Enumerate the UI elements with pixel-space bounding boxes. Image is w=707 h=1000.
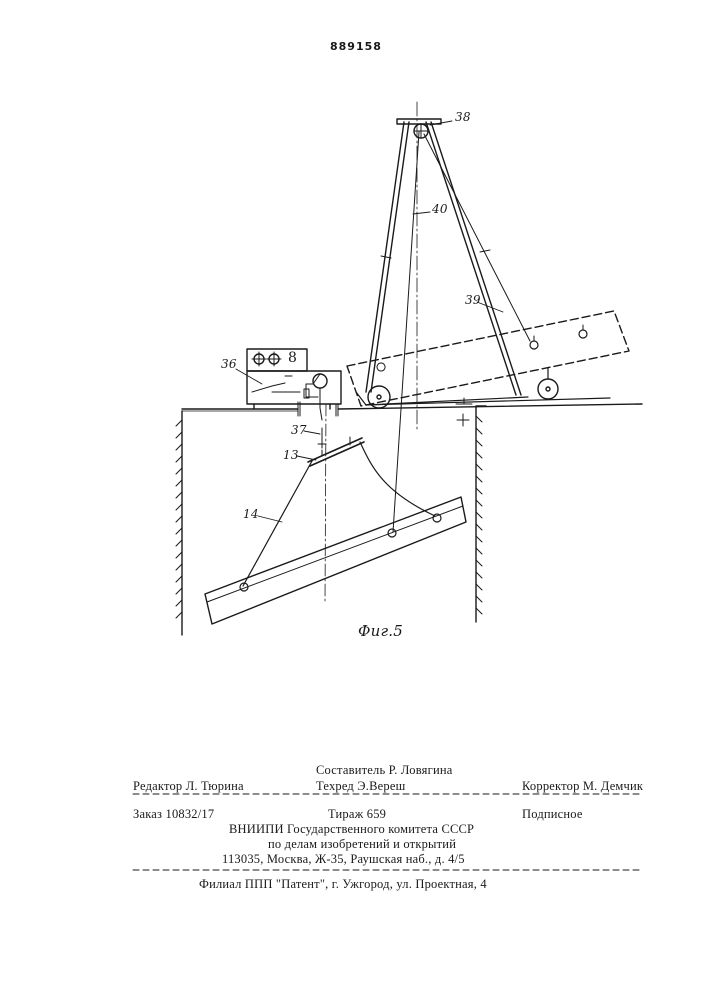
- ground-line: [182, 404, 642, 409]
- plus-mark: [457, 414, 469, 426]
- figure-caption: Фиг.5: [358, 622, 403, 640]
- cable-40a: [393, 132, 419, 532]
- leader-40: [413, 212, 430, 214]
- traverse-13: [308, 438, 364, 466]
- panel-legs: [254, 404, 330, 409]
- editor-line: Редактор Л. Тюрина: [133, 779, 244, 794]
- corrector-line: Корректор М. Демчик: [522, 779, 643, 794]
- label-13: 13: [283, 448, 299, 462]
- cart-wheel-right-hub: [546, 387, 550, 391]
- label-38: 38: [455, 110, 471, 124]
- cable-40b: [424, 134, 530, 341]
- branch-line: Филиал ППП "Патент", г. Ужгород, ул. Про…: [199, 877, 487, 892]
- leg-eye-left: [377, 363, 385, 371]
- pit-right-hatch: [476, 416, 482, 614]
- control-panel-top: [247, 349, 307, 371]
- panel-meter-1: [252, 352, 266, 366]
- label-14: 14: [243, 507, 259, 521]
- label-39: 39: [465, 293, 481, 307]
- control-panel-box: [247, 371, 341, 404]
- cart-wheel-right: [538, 379, 558, 399]
- panel-switch-wiring: [252, 374, 320, 397]
- hook-37: [318, 428, 326, 448]
- org-line-2: по делам изобретений и открытий: [268, 837, 456, 852]
- org-line-1: ВНИИПИ Государственного комитета СССР: [229, 822, 474, 837]
- compiler-line: Составитель Р. Ловягина: [316, 763, 452, 778]
- panel-digit: 8: [288, 350, 297, 366]
- patent-number: 889158: [330, 40, 382, 53]
- center-line: [325, 404, 326, 602]
- stored-eye-2: [579, 330, 587, 338]
- frame-leg-right-joint: [480, 250, 490, 252]
- circulation-line: Тираж 659: [328, 807, 386, 822]
- pit-left-hatch: [176, 420, 182, 618]
- label-40: 40: [432, 202, 448, 216]
- panel-meter-2: [267, 352, 281, 366]
- address-line: 113035, Москва, Ж-35, Раушская наб., д. …: [222, 852, 465, 867]
- stored-eye-1: [530, 341, 538, 349]
- sling-14-right: [360, 442, 435, 516]
- order-line: Заказ 10832/17: [133, 807, 214, 822]
- subscription-line: Подписное: [522, 807, 583, 822]
- frame-leg-right: [426, 122, 521, 395]
- label-37: 37: [291, 423, 307, 437]
- cart-wheel-left-hub: [377, 395, 381, 399]
- pit-eye-3: [433, 514, 441, 522]
- techred-line: Техред Э.Вереш: [316, 779, 405, 794]
- leader-14: [258, 516, 282, 522]
- label-36: 36: [221, 357, 237, 371]
- leader-13: [297, 456, 316, 460]
